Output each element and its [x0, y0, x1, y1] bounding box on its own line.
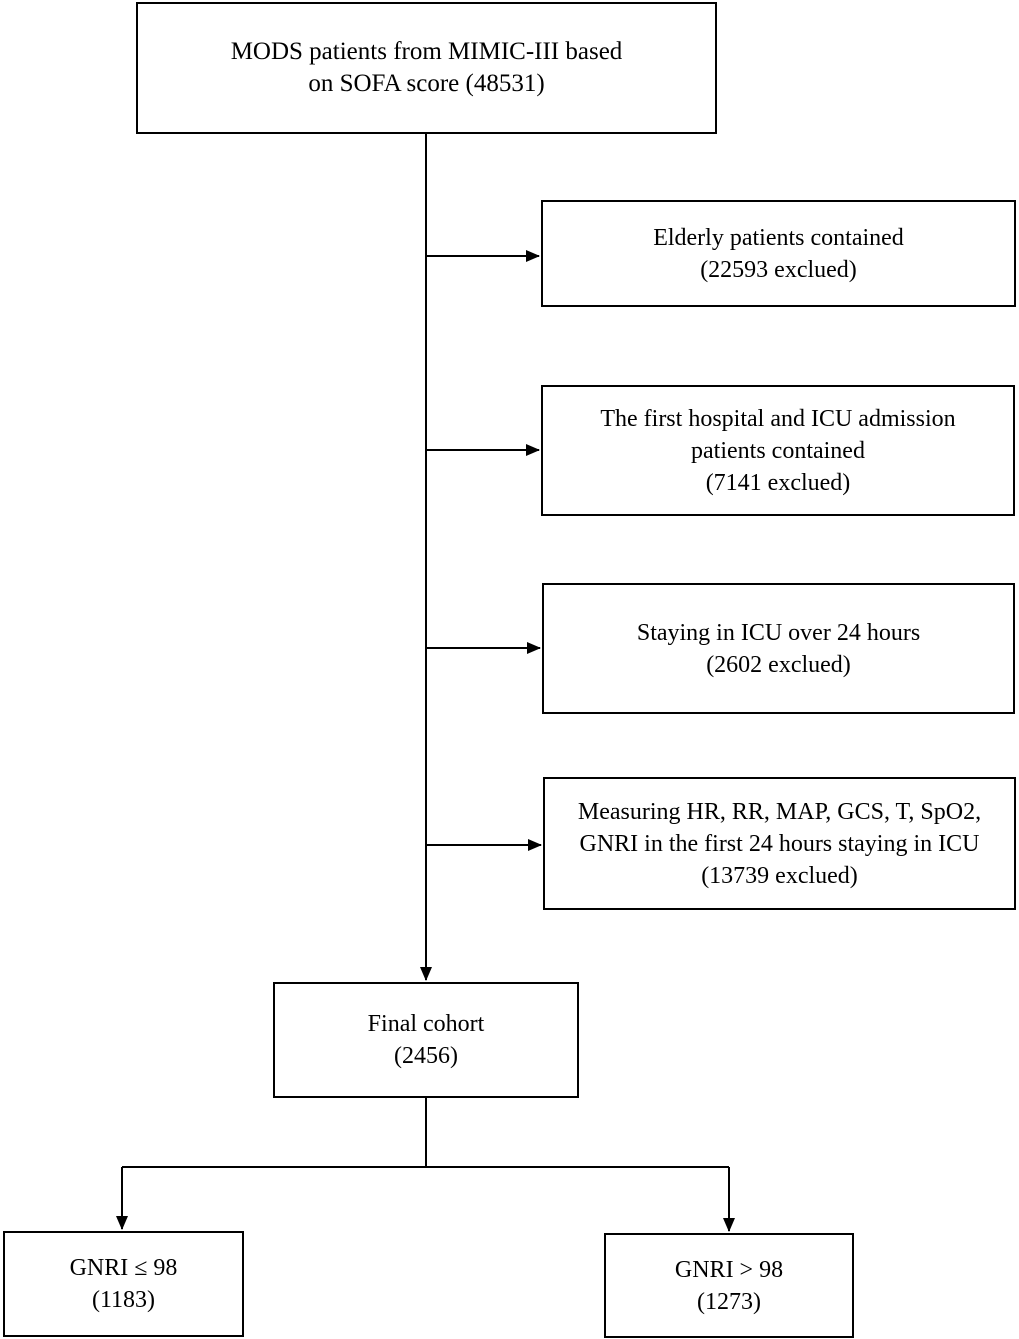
- final-cohort-count: (2456): [394, 1043, 458, 1069]
- group-box-low-gnri: GNRI ≤ 98 (1183): [3, 1231, 244, 1337]
- exclusion-4-line-1: Measuring HR, RR, MAP, GCS, T, SpO2,: [577, 798, 982, 825]
- group-1-count: (1183): [91, 1287, 156, 1313]
- group-box-high-gnri: GNRI > 98 (1273): [604, 1233, 854, 1338]
- group-2-count: (1273): [697, 1288, 761, 1315]
- final-cohort-box: Final cohort (2456): [273, 982, 579, 1098]
- exclusion-box-elderly: Elderly patients contained (22593 exclue…: [541, 200, 1016, 307]
- exclusion-box-icu-stay: Staying in ICU over 24 hours (2602 exclu…: [542, 583, 1015, 714]
- exclusion-3-line-2: (2602 exclued): [706, 651, 851, 678]
- exclusion-2-line-2: patients contained: [691, 437, 865, 464]
- group-2-label: GNRI > 98: [674, 1256, 784, 1283]
- exclusion-box-first-admission: The first hospital and ICU admission pat…: [541, 385, 1015, 516]
- exclusion-2-line-3: (7141 exclued): [705, 469, 851, 496]
- group-1-label: GNRI ≤ 98: [69, 1255, 178, 1281]
- exclusion-box-measurements: Measuring HR, RR, MAP, GCS, T, SpO2, GNR…: [543, 777, 1016, 910]
- source-line-1: MODS patients from MIMIC-III based: [230, 38, 623, 65]
- exclusion-3-line-1: Staying in ICU over 24 hours: [636, 619, 921, 646]
- exclusion-4-line-3: (13739 exclued): [701, 862, 858, 889]
- exclusion-1-line-2: (22593 exclued): [700, 256, 857, 283]
- final-cohort-label: Final cohort: [367, 1011, 485, 1037]
- exclusion-2-line-1: The first hospital and ICU admission: [600, 405, 956, 432]
- exclusion-1-line-1: Elderly patients contained: [653, 224, 904, 251]
- source-line-2: on SOFA score (48531): [308, 70, 545, 97]
- source-population-box: MODS patients from MIMIC-III based on SO…: [136, 2, 717, 134]
- exclusion-4-line-2: GNRI in the first 24 hours staying in IC…: [579, 830, 980, 857]
